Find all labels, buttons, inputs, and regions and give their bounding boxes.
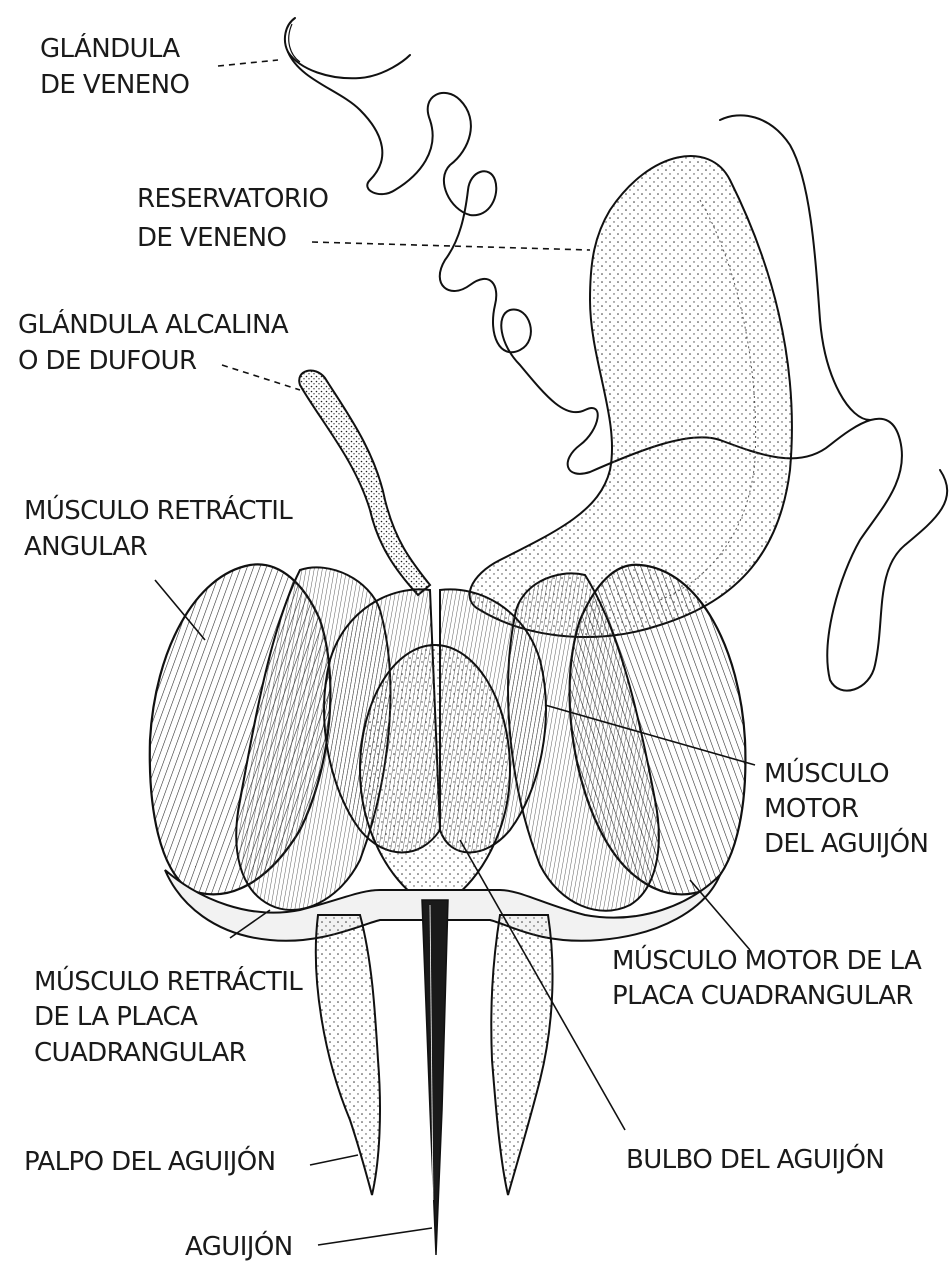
label-musculo-motor-aguijon: MÚSCULO MOTOR DEL AGUIJÓN <box>764 757 928 859</box>
label-glandula-alcalina: GLÁNDULA ALCALINA O DE DUFOUR <box>18 308 289 376</box>
svg-text:O DE DUFOUR: O DE DUFOUR <box>18 346 197 376</box>
svg-text:DE LA PLACA: DE LA PLACA <box>34 1002 198 1032</box>
svg-text:PLACA CUADRANGULAR: PLACA CUADRANGULAR <box>612 981 913 1011</box>
label-musculo-motor-placa: MÚSCULO MOTOR DE LA PLACA CUADRANGULAR <box>612 944 922 1011</box>
svg-text:DE VENENO: DE VENENO <box>40 70 189 100</box>
label-bulbo: BULBO DEL AGUIJÓN <box>626 1143 884 1175</box>
svg-text:DEL AGUIJÓN: DEL AGUIJÓN <box>764 827 928 859</box>
label-musculo-retractil-placa: MÚSCULO RETRÁCTIL DE LA PLACA CUADRANGUL… <box>34 965 303 1068</box>
svg-text:MOTOR: MOTOR <box>764 794 859 824</box>
svg-text:MÚSCULO: MÚSCULO <box>764 757 889 789</box>
label-reservatorio: RESERVATORIO DE VENENO <box>137 184 328 253</box>
svg-text:MÚSCULO RETRÁCTIL: MÚSCULO RETRÁCTIL <box>24 494 293 526</box>
label-palpo: PALPO DEL AGUIJÓN <box>24 1145 275 1177</box>
sting-shaft <box>422 900 448 1255</box>
label-glandula-veneno: GLÁNDULA DE VENENO <box>40 32 189 100</box>
label-aguijon: AGUIJÓN <box>185 1230 293 1262</box>
svg-text:MÚSCULO RETRÁCTIL: MÚSCULO RETRÁCTIL <box>34 965 303 997</box>
svg-text:GLÁNDULA: GLÁNDULA <box>40 32 180 64</box>
svg-text:MÚSCULO MOTOR DE LA: MÚSCULO MOTOR DE LA <box>612 944 922 976</box>
dufour-gland <box>299 371 430 595</box>
svg-text:RESERVATORIO: RESERVATORIO <box>137 184 328 214</box>
svg-text:ANGULAR: ANGULAR <box>24 532 148 562</box>
svg-text:GLÁNDULA ALCALINA: GLÁNDULA ALCALINA <box>18 308 289 340</box>
label-musculo-retractil-angular: MÚSCULO RETRÁCTIL ANGULAR <box>24 494 293 562</box>
svg-text:DE VENENO: DE VENENO <box>137 223 286 253</box>
svg-text:CUADRANGULAR: CUADRANGULAR <box>34 1038 247 1068</box>
